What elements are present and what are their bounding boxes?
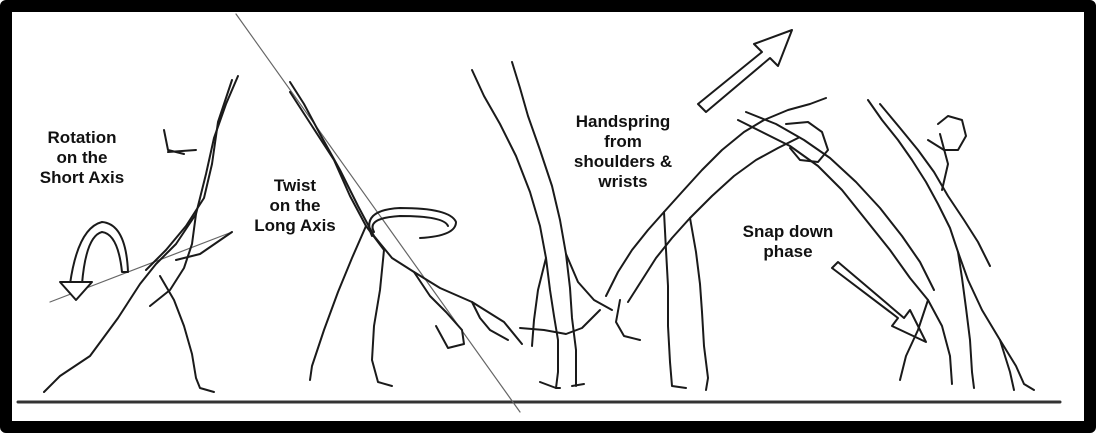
outer-border	[6, 6, 1090, 427]
handspring-arrow	[698, 30, 792, 112]
snap-down-phase-label: Snap down phase	[718, 222, 858, 262]
snap-down-arrow	[832, 262, 926, 342]
rotation-arc-arrow	[60, 222, 128, 300]
handspring-label: Handspring from shoulders & wrists	[548, 112, 698, 192]
twist-spiral-arrow	[369, 208, 456, 238]
rotation-short-axis-label: Rotation on the Short Axis	[22, 128, 142, 188]
gymnast-figure-1	[44, 76, 238, 392]
twist-long-axis-label: Twist on the Long Axis	[230, 176, 360, 236]
gymnast-figure-3	[472, 62, 612, 388]
